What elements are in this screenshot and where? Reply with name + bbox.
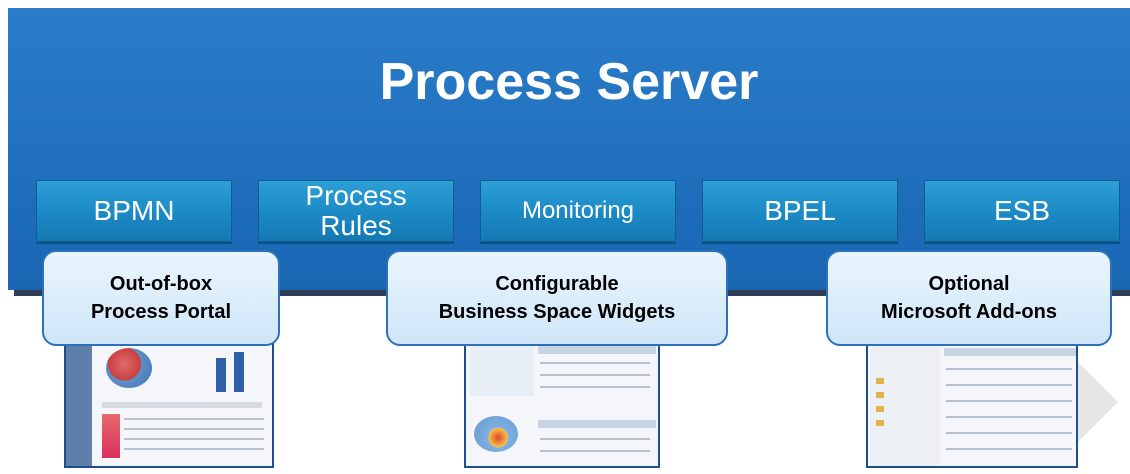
- component-esb: ESB: [924, 180, 1120, 242]
- callout-process-portal: Out-of-box Process Portal: [42, 250, 280, 346]
- callout-business-space: Configurable Business Space Widgets: [386, 250, 728, 346]
- chevron-right-icon: [1072, 356, 1118, 448]
- microsoft-addons-screenshot: [866, 326, 1078, 468]
- component-bpel: BPEL: [702, 180, 898, 242]
- callout-microsoft-addons: Optional Microsoft Add-ons: [826, 250, 1112, 346]
- business-space-screenshot: [464, 326, 660, 468]
- process-server-panel: Process Server BPMN Process Rules Monito…: [8, 8, 1130, 290]
- component-bpmn: BPMN: [36, 180, 232, 242]
- diagram-title: Process Server: [379, 53, 759, 111]
- component-process-rules: Process Rules: [258, 180, 454, 242]
- component-monitoring: Monitoring: [480, 180, 676, 242]
- process-portal-screenshot: [64, 326, 274, 468]
